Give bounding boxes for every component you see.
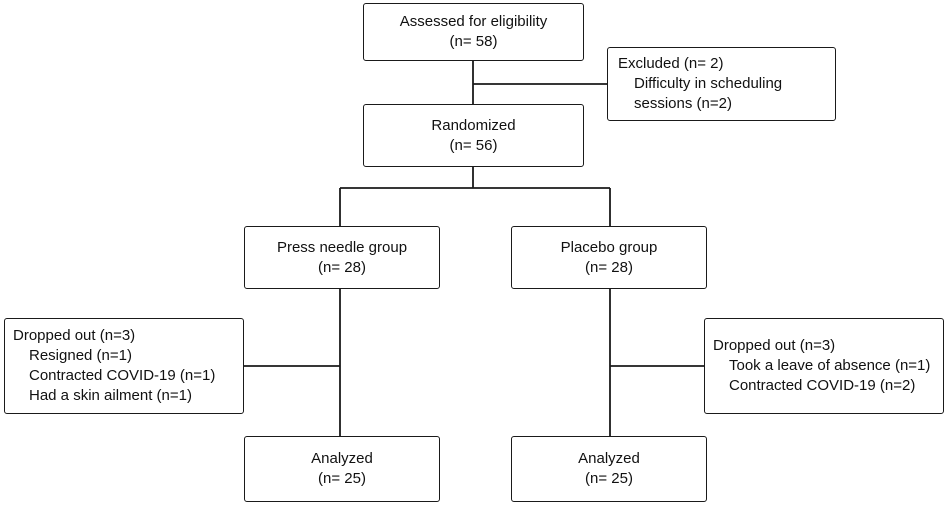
placebo-dropped-box: Dropped out (n=3) Took a leave of absenc…: [704, 318, 944, 414]
assessed-count: (n= 58): [449, 33, 498, 50]
excluded-box: Excluded (n= 2) Difficulty in scheduling…: [607, 47, 836, 121]
excluded-title: Excluded (n= 2): [618, 55, 724, 72]
press-needle-dropped-reason: Resigned (n=1): [29, 347, 132, 364]
placebo-analyzed-title: Analyzed: [578, 450, 640, 467]
placebo-analyzed-count: (n= 25): [585, 470, 633, 487]
press-needle-dropped-reason: Contracted COVID-19 (n=1): [29, 367, 216, 384]
placebo-dropped-reason: Took a leave of absence (n=1): [729, 357, 931, 374]
excluded-reason: sessions (n=2): [634, 95, 732, 112]
press-needle-analyzed-box: Analyzed (n= 25): [244, 436, 440, 502]
randomized-count: (n= 56): [449, 136, 498, 154]
press-needle-dropped-reason: Had a skin ailment (n=1): [29, 387, 192, 404]
placebo-count: (n= 28): [585, 258, 633, 276]
placebo-dropped-title: Dropped out (n=3): [713, 337, 836, 354]
placebo-analyzed-box: Analyzed (n= 25): [511, 436, 707, 502]
press-needle-dropped-title: Dropped out (n=3): [13, 327, 136, 344]
placebo-title: Placebo group: [560, 238, 658, 256]
press-needle-analyzed-count: (n= 25): [318, 470, 366, 487]
press-needle-dropped-box: Dropped out (n=3) Resigned (n=1) Contrac…: [4, 318, 244, 414]
randomized-box: Randomized (n= 56): [363, 104, 584, 167]
press-needle-analyzed-title: Analyzed: [311, 450, 373, 467]
assessed-title: Assessed for eligibility: [399, 13, 548, 30]
press-needle-count: (n= 28): [318, 258, 366, 276]
placebo-dropped-reason: Contracted COVID-19 (n=2): [729, 377, 916, 394]
press-needle-title: Press needle group: [276, 238, 408, 256]
randomized-title: Randomized: [431, 116, 516, 134]
press-needle-group-box: Press needle group (n= 28): [244, 226, 440, 289]
assessed-box: Assessed for eligibility (n= 58): [363, 3, 584, 61]
excluded-reason: Difficulty in scheduling: [634, 75, 783, 92]
placebo-group-box: Placebo group (n= 28): [511, 226, 707, 289]
